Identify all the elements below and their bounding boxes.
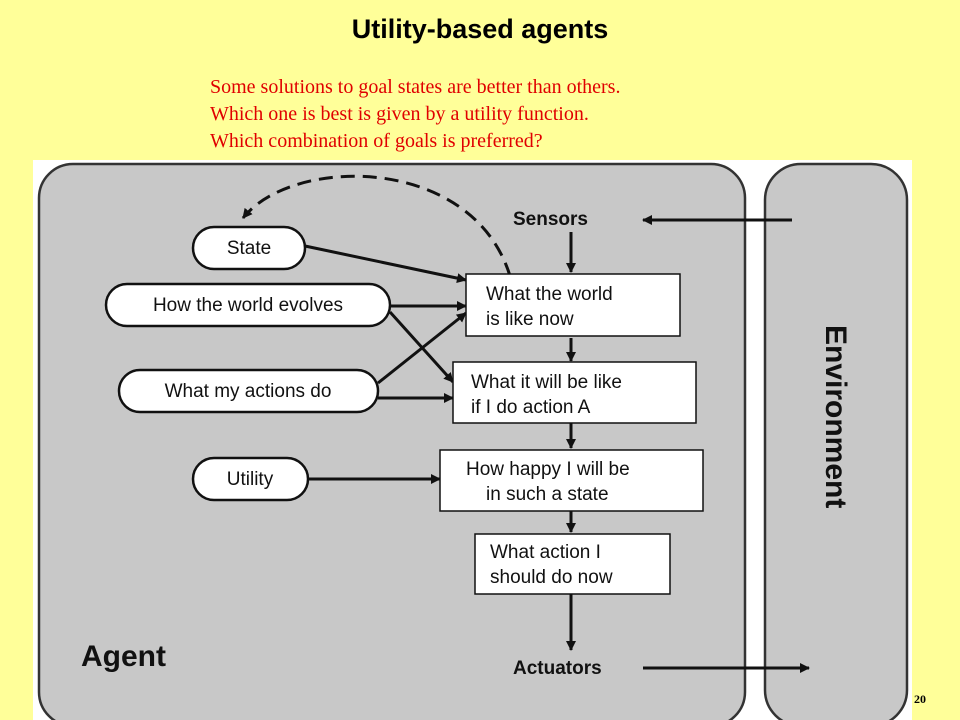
agent-label: Agent [81, 640, 166, 673]
actions-do-label: What my actions do [165, 381, 332, 402]
actions-do-node [117, 368, 380, 414]
description-line-1: Some solutions to goal states are better… [210, 76, 621, 98]
agent-diagram: Sensors Actuators State How the world ev… [33, 160, 912, 720]
actuators-label: Actuators [513, 658, 602, 679]
agent-panel [37, 162, 747, 720]
description-text: Some solutions to goal states are better… [210, 74, 620, 155]
action-a-line-1: What it will be like [471, 372, 622, 393]
state-to-world-arrow [304, 244, 467, 284]
state-node [191, 225, 307, 271]
environment-label: Environment [819, 325, 852, 508]
world-now-line-1: What the world [486, 284, 613, 305]
slide-title: Utility-based agents [351, 14, 609, 44]
agent-diagram-svg: Sensors Actuators State How the world ev… [37, 162, 909, 720]
state-label: State [227, 238, 271, 259]
action-now-line-1: What action I [490, 542, 601, 563]
connector-lines [241, 174, 810, 673]
action-now-box [474, 533, 671, 595]
action-now-line-2: should do now [490, 567, 613, 588]
world-now-line-2: is like now [486, 309, 574, 330]
description-line-3: Which combination of goals is preferred? [210, 130, 543, 152]
description-line-2: Which one is best is given by a utility … [210, 103, 589, 125]
happy-box [439, 449, 704, 512]
world-now-box [465, 273, 681, 337]
sensors-label: Sensors [513, 209, 588, 230]
world-evolves-label: How the world evolves [153, 295, 343, 316]
action-a-box [452, 361, 697, 424]
happy-line-1: How happy I will be [466, 459, 630, 480]
happy-line-2: in such a state [486, 484, 609, 505]
page-number: 20 [914, 692, 926, 706]
action-a-line-2: if I do action A [471, 397, 591, 418]
actions-to-world-arrow [377, 311, 467, 385]
world-evolves-node [104, 282, 392, 328]
environment-panel [763, 162, 909, 720]
utility-label: Utility [227, 469, 274, 490]
dashed-feedback-arrow [241, 174, 512, 277]
utility-node [191, 456, 310, 502]
